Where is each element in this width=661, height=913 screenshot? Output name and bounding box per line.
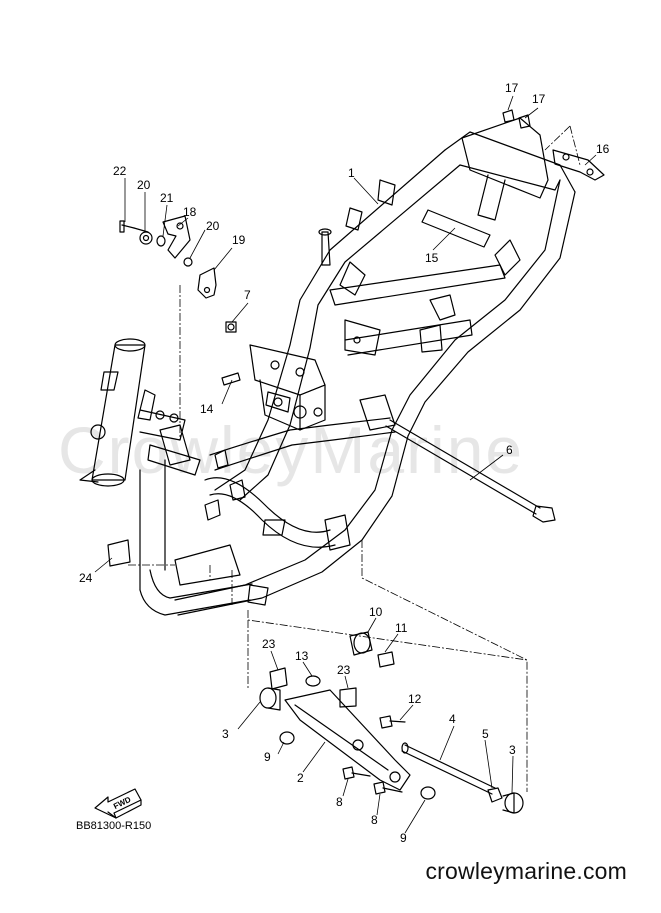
- down-tubes: [139, 344, 409, 616]
- leader-lines: [128, 125, 581, 792]
- callout-20b: 20: [206, 219, 220, 233]
- long-bolt: [385, 419, 556, 523]
- center-bracket: [249, 344, 326, 431]
- callout-24: 24: [79, 571, 93, 585]
- callout-20a: 20: [137, 178, 151, 192]
- callout-15: 15: [425, 251, 439, 265]
- callout-12: 12: [408, 692, 422, 706]
- callout-8a: 8: [336, 795, 343, 809]
- callout-8b: 8: [371, 813, 378, 827]
- callout-13: 13: [295, 649, 309, 663]
- hardware-cluster: [119, 215, 241, 386]
- callout-6: 6: [506, 443, 513, 457]
- callout-22: 22: [113, 164, 127, 178]
- callout-1: 1: [348, 166, 355, 180]
- website-label: crowleymarine.com: [425, 858, 627, 884]
- callout-3b: 3: [509, 743, 516, 757]
- callout-11: 11: [395, 621, 408, 635]
- main-frame: [289, 117, 576, 437]
- callout-4: 4: [449, 712, 456, 726]
- callout-7: 7: [244, 288, 251, 302]
- pointer-lines: [94, 95, 597, 834]
- engine-mount-assembly: [259, 631, 524, 814]
- callout-16: 16: [596, 142, 610, 156]
- callout-2: 2: [297, 771, 304, 785]
- callout-19: 19: [232, 233, 246, 247]
- callout-18: 18: [183, 205, 197, 219]
- fwd-arrow-icon: [94, 788, 142, 819]
- reference-code: BB81300-R150: [76, 820, 152, 832]
- decal-24: [107, 539, 131, 567]
- callout-23b: 23: [337, 663, 351, 677]
- callout-21: 21: [160, 191, 174, 205]
- callout-9a: 9: [264, 750, 271, 764]
- head-pipe: [79, 338, 201, 487]
- callout-9b: 9: [400, 831, 407, 845]
- callout-5: 5: [482, 727, 489, 741]
- callout-17a: 17: [505, 81, 519, 95]
- callout-17b: 17: [532, 92, 546, 106]
- rear-top-parts: [502, 109, 605, 181]
- callout-10: 10: [369, 605, 383, 619]
- callout-14: 14: [200, 402, 214, 416]
- callout-3a: 3: [222, 727, 229, 741]
- callout-23a: 23: [262, 637, 276, 651]
- callout-labels: 17 17 16 1 15 22 20 21 18 20 19 7 14 6 2…: [79, 81, 610, 845]
